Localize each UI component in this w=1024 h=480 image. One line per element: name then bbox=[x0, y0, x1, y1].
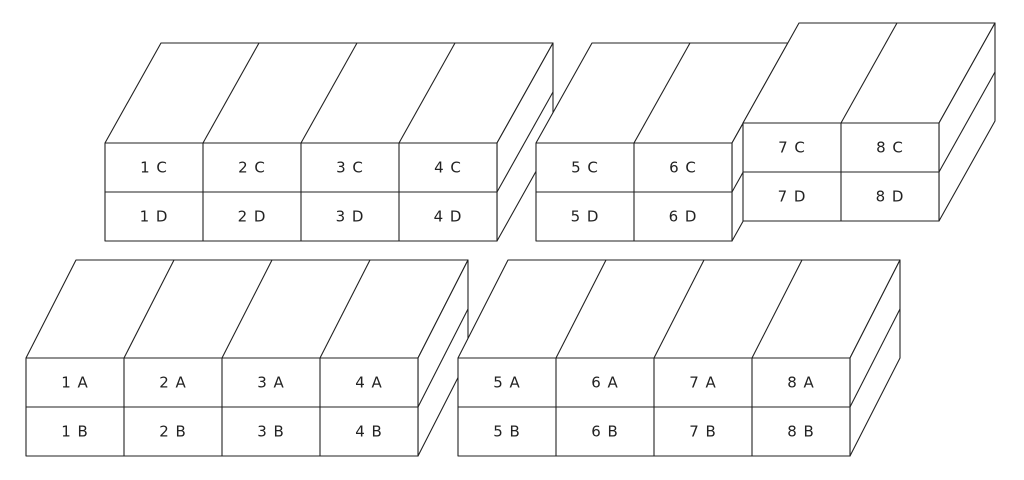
box-label: 1 D bbox=[140, 208, 169, 226]
side-row-divider bbox=[849, 308, 901, 408]
top-divider bbox=[653, 259, 705, 359]
box-label: 3 B bbox=[257, 423, 285, 441]
box-label: 8 C bbox=[876, 139, 904, 157]
box-label: 3 A bbox=[257, 374, 285, 392]
top-divider bbox=[555, 259, 607, 359]
box-label: 5 A bbox=[493, 374, 521, 392]
box-label: 6 C bbox=[669, 159, 697, 177]
box-label: 7 B bbox=[689, 423, 717, 441]
box-label: 7 A bbox=[689, 374, 717, 392]
box-label: 1 C bbox=[140, 159, 168, 177]
box-label: 6 B bbox=[591, 423, 619, 441]
top-divider bbox=[319, 259, 371, 359]
top-divider bbox=[300, 42, 358, 144]
box-label: 5 D bbox=[571, 208, 600, 226]
box-label: 2 B bbox=[159, 423, 187, 441]
side-row-divider bbox=[417, 308, 469, 408]
box-label: 4 A bbox=[355, 374, 383, 392]
top-divider bbox=[123, 259, 175, 359]
box-label: 2 A bbox=[159, 374, 187, 392]
box-label: 2 C bbox=[238, 159, 266, 177]
box-label: 6 D bbox=[669, 208, 698, 226]
box-label: 7 C bbox=[778, 139, 806, 157]
top-divider bbox=[221, 259, 273, 359]
box-label: 5 C bbox=[571, 159, 599, 177]
box-label: 3 D bbox=[336, 208, 365, 226]
side-row-divider bbox=[496, 91, 554, 193]
top-divider bbox=[398, 42, 456, 144]
box-label: 4 D bbox=[434, 208, 463, 226]
box-label: 1 B bbox=[61, 423, 89, 441]
box-label: 7 D bbox=[778, 188, 807, 206]
top-divider bbox=[840, 22, 898, 124]
box-group-g3: 7 C 8 C 7 D 8 D bbox=[742, 22, 996, 222]
side-row-divider bbox=[938, 71, 996, 173]
box-label: 6 A bbox=[591, 374, 619, 392]
box-label: 4 C bbox=[434, 159, 462, 177]
box-label: 8 B bbox=[787, 423, 815, 441]
box-label: 1 A bbox=[61, 374, 89, 392]
box-label: 2 D bbox=[238, 208, 267, 226]
top-divider bbox=[202, 42, 260, 144]
box-group-g5: 5 A 6 A 7 A 8 A 5 B 6 B 7 B 8 B bbox=[457, 259, 901, 457]
top-divider bbox=[751, 259, 803, 359]
box-group-g4: 1 A 2 A 3 A 4 A 1 B 2 B 3 B 4 B bbox=[25, 259, 469, 457]
box-label: 3 C bbox=[336, 159, 364, 177]
box-label: 5 B bbox=[493, 423, 521, 441]
box-label: 4 B bbox=[355, 423, 383, 441]
box-label: 8 D bbox=[876, 188, 905, 206]
top-divider bbox=[633, 42, 691, 144]
box-group-g1: 1 C 2 C 3 C 4 C 1 D 2 D 3 D 4 D bbox=[104, 42, 554, 242]
box-label: 8 A bbox=[787, 374, 815, 392]
